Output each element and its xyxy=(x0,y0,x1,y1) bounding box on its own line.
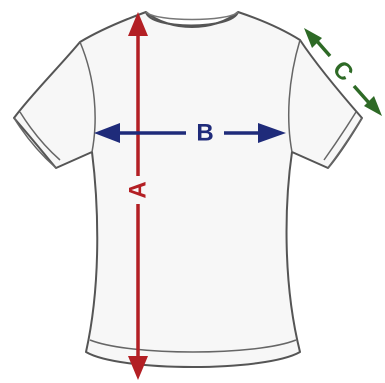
measure-b-arrow-left xyxy=(94,123,120,143)
right-armhole-seam xyxy=(287,39,301,153)
measure-b-arrow-right xyxy=(258,123,286,143)
collar-inner xyxy=(145,11,239,21)
measure-a-arrow-bottom xyxy=(128,356,148,380)
measure-c-line-lower xyxy=(352,84,372,106)
measure-a-arrow-top xyxy=(128,12,148,36)
measure-c-arrow-upper xyxy=(304,28,322,48)
measure-b-label: B xyxy=(196,119,213,146)
collar-outer xyxy=(145,11,239,27)
measure-a: A xyxy=(124,12,151,380)
measure-b: B xyxy=(94,119,286,146)
measure-a-label-bg xyxy=(128,176,150,204)
tshirt-body-outline xyxy=(13,11,363,368)
tshirt-illustration xyxy=(13,11,363,368)
measure-a-label: A xyxy=(124,181,151,198)
measure-c-line-upper xyxy=(314,38,332,58)
left-armhole-seam xyxy=(79,41,96,153)
left-sleeve-cuff xyxy=(13,111,61,169)
right-sleeve-cuff xyxy=(323,111,363,169)
hem-stitch xyxy=(89,339,297,353)
measure-c-arrow-lower xyxy=(364,96,382,116)
